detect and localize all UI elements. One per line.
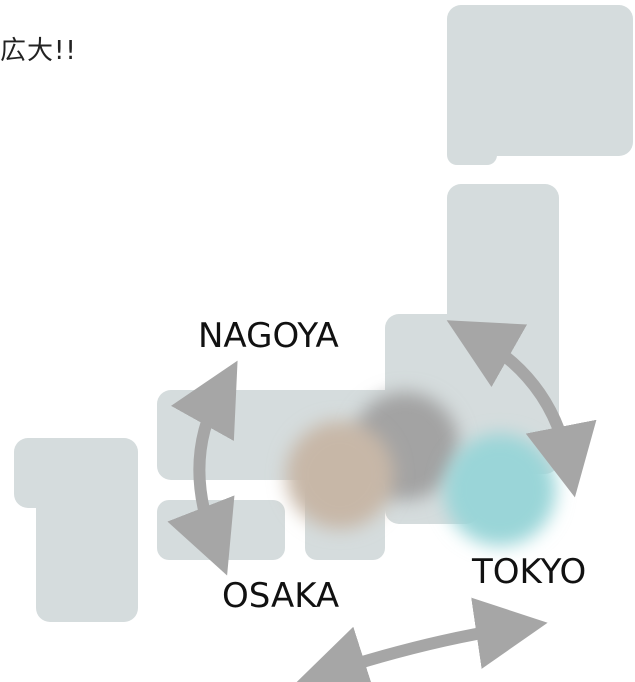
city-label-osaka: OSAKA	[222, 576, 340, 616]
region-hokkaido	[447, 5, 633, 156]
region-hokkaido-tab	[447, 120, 497, 165]
route-arrows	[167, 320, 597, 682]
arrow-osaka-tokyo	[295, 597, 548, 682]
region-kyushu-lower	[36, 470, 138, 622]
tokyo-blob	[444, 434, 556, 546]
land-regions	[14, 5, 633, 622]
arrow-nagoya-osaka	[167, 360, 238, 576]
osaka-blob	[286, 421, 394, 529]
heading-text: 広大!!	[0, 36, 77, 66]
city-label-nagoya: NAGOYA	[198, 316, 339, 356]
arrow-nagoya-tokyo	[446, 320, 597, 498]
city-label-tokyo: TOKYO	[472, 552, 587, 592]
region-shikoku	[157, 500, 285, 560]
